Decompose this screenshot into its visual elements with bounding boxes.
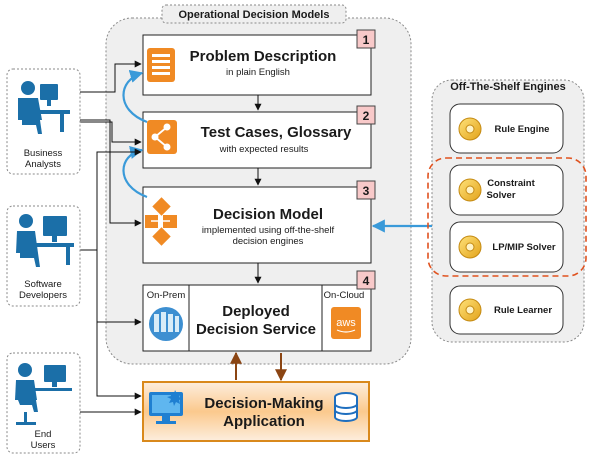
engine-2-label-line2: Solver xyxy=(486,190,515,201)
actor-2-line2: Developers xyxy=(19,290,67,301)
engine-3-label: LP/MIP Solver xyxy=(492,242,555,253)
engine-1-label: Rule Engine xyxy=(495,124,550,135)
app-title-line2: Application xyxy=(223,413,305,430)
engine-4-label: Rule Learner xyxy=(494,305,552,316)
service-app-arrows xyxy=(230,351,287,382)
aws-cloud-icon: aws xyxy=(331,307,361,339)
actor-2-line1: Software xyxy=(24,279,62,290)
step-2-badge: 2 xyxy=(363,109,370,123)
decision-flow-icon xyxy=(145,197,177,246)
gear-icon xyxy=(458,235,482,259)
database-icon xyxy=(334,392,358,422)
server-rack-icon xyxy=(149,307,183,341)
step-3-title: Decision Model xyxy=(213,206,323,223)
step-problem-description: Problem Description in plain English 1 xyxy=(142,29,376,96)
step-1-badge: 1 xyxy=(363,33,370,47)
monitor-icon xyxy=(149,390,183,424)
engine-rule-learner: Rule Learner xyxy=(449,285,564,335)
engine-rule-engine: Rule Engine xyxy=(449,103,564,154)
actor-1-line2: Analysts xyxy=(25,159,61,170)
business-analyst-icon xyxy=(18,81,70,134)
actor-3-line1: End xyxy=(35,429,52,440)
step-1-subtitle: in plain English xyxy=(226,67,290,78)
app-title-line1: Decision-Making xyxy=(204,395,323,412)
step-3-subtitle-line2: decision engines xyxy=(233,236,304,247)
engine-2-label-line1: Constraint xyxy=(487,178,535,189)
document-list-icon xyxy=(147,48,175,82)
gear-icon xyxy=(458,178,482,202)
actor-business-analysts: Business Analysts xyxy=(6,68,81,175)
actor-1-line1: Business xyxy=(24,148,63,159)
engine-constraint-solver: Constraint Solver xyxy=(449,164,564,216)
operational-group-title: Operational Decision Models xyxy=(179,9,330,21)
dashed-highlight-group xyxy=(427,157,587,277)
decision-making-application: Decision-Making Application xyxy=(142,381,370,442)
engines-group-title: Off-The-Shelf Engines xyxy=(450,81,566,93)
step-2-subtitle: with expected results xyxy=(219,144,309,155)
actor-connectors xyxy=(79,60,142,416)
software-developer-icon xyxy=(16,214,74,267)
step-test-cases: Test Cases, Glossary with expected resul… xyxy=(142,105,376,169)
step-4-title-line1: Deployed xyxy=(222,303,290,320)
on-prem-label: On-Prem xyxy=(147,290,186,301)
step-deployed-service: On-Prem Deployed Decision Service On-Clo… xyxy=(142,270,376,352)
step-decision-model: Decision Model implemented using off-the… xyxy=(142,180,376,264)
step-3-badge: 3 xyxy=(363,184,370,198)
step-2-title: Test Cases, Glossary xyxy=(201,124,352,141)
step-3-subtitle-line1: implemented using off-the-shelf xyxy=(202,225,335,236)
gear-icon xyxy=(458,117,482,141)
share-network-icon xyxy=(147,120,177,154)
aws-badge-text: aws xyxy=(336,317,356,329)
gear-icon xyxy=(458,298,482,322)
actor-3-line2: Users xyxy=(31,440,56,451)
step-4-title-line2: Decision Service xyxy=(196,321,316,338)
actor-software-developers: Software Developers xyxy=(6,205,81,307)
step-4-badge: 4 xyxy=(363,274,370,288)
end-user-icon xyxy=(15,363,72,425)
engine-lp-mip-solver: LP/MIP Solver xyxy=(449,221,564,273)
on-cloud-label: On-Cloud xyxy=(324,290,365,301)
step-1-title: Problem Description xyxy=(190,48,337,65)
actor-end-users: End Users xyxy=(6,352,81,454)
